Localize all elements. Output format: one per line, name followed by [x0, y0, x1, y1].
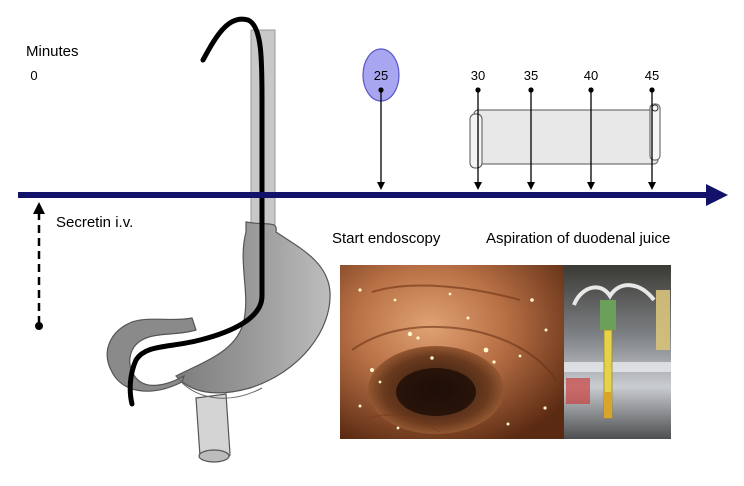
tick-label-30: 30: [471, 68, 485, 83]
minutes-label: Minutes: [26, 43, 79, 60]
tick-label-0: 0: [30, 68, 37, 83]
secretin-arrow: [33, 202, 45, 330]
duodenum-endoscopy-photo: [340, 265, 564, 439]
timeline-axis: [18, 184, 728, 206]
juice-collection-tubes-photo: [564, 265, 671, 439]
tick-marker-25: [377, 87, 385, 190]
start-endoscopy-label: Start endoscopy: [332, 230, 440, 247]
secretin-label: Secretin i.v.: [56, 214, 133, 231]
aspiration-label: Aspiration of duodenal juice: [486, 230, 670, 247]
aspiration-tube: [470, 104, 660, 168]
tick-label-35: 35: [524, 68, 538, 83]
tick-label-25: 25: [374, 68, 388, 83]
tick-label-40: 40: [584, 68, 598, 83]
tick-label-45: 45: [645, 68, 659, 83]
stomach-illustration: [107, 30, 330, 462]
